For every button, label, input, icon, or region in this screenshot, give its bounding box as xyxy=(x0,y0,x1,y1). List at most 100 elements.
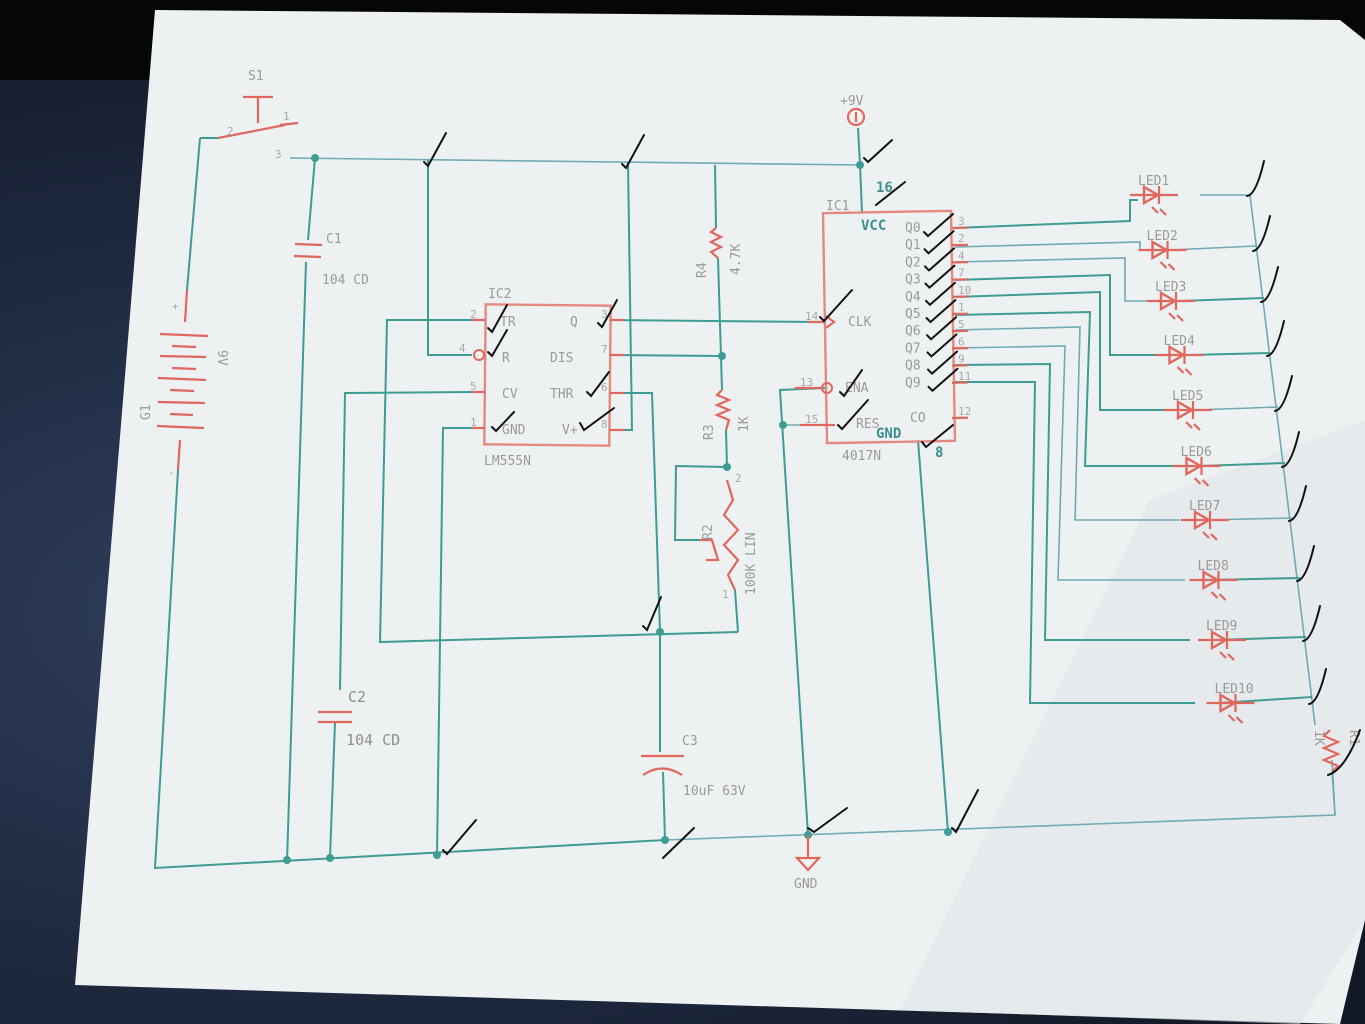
s1-pin2: 2 xyxy=(227,125,234,138)
r1-ref: R1 xyxy=(1346,730,1361,746)
battery-plate xyxy=(159,354,207,359)
ic1-pin-name: Q4 xyxy=(905,290,921,305)
ic2-pin-name: V+ xyxy=(562,423,578,438)
wire-r4-top xyxy=(714,164,717,229)
check-mark xyxy=(597,299,618,329)
paper-shadow xyxy=(900,420,1365,1024)
supply-label: +9V xyxy=(840,94,864,109)
s1-pin1: 1 xyxy=(283,110,290,123)
battery-plate xyxy=(157,376,207,382)
led-ref: LED10 xyxy=(1215,682,1254,697)
ic2-pin-name: CV xyxy=(502,387,518,402)
wire-r2-wiper xyxy=(673,464,728,541)
wire-ic2-trigger xyxy=(378,319,739,644)
led: LED1 xyxy=(1130,174,1178,216)
check-mark xyxy=(1252,215,1271,252)
wire-c3-bottom xyxy=(662,771,666,841)
check-mark xyxy=(621,134,645,170)
ic1-pin-num: 1 xyxy=(958,301,965,314)
ic2-pin-name: R xyxy=(502,351,510,366)
led-ref: LED5 xyxy=(1172,389,1203,404)
junction xyxy=(856,161,864,169)
led-diode-icon xyxy=(1176,399,1195,421)
wire-ic2-threshold xyxy=(612,392,661,633)
r4-ref: R4 xyxy=(695,262,710,278)
led: LED4 xyxy=(1155,334,1204,376)
c1-plate xyxy=(293,254,322,259)
ic1-pin-name: Q8 xyxy=(905,359,921,374)
led: LED10 xyxy=(1206,682,1255,724)
s1-ref: S1 xyxy=(248,69,264,84)
supply-9v: +9V xyxy=(840,94,866,127)
battery-plus: + xyxy=(172,300,179,313)
led-light-arrows-icon xyxy=(1185,421,1201,431)
check-mark xyxy=(819,289,853,323)
junction xyxy=(661,836,669,844)
c3-ref: C3 xyxy=(682,734,698,749)
check-mark xyxy=(807,807,848,834)
ic2-pin-name: TR xyxy=(500,315,516,330)
ic1-4017: IC1 VCC 16 GND 8 4017N 14 13 15 CLK ENA … xyxy=(795,180,971,464)
ic2-pin-name: GND xyxy=(502,423,526,438)
capacitor-c1: C1 104 CD xyxy=(293,232,369,288)
led-light-arrows-icon xyxy=(1193,477,1210,487)
battery-plate xyxy=(157,400,206,405)
ic2-pin-name: THR xyxy=(550,387,574,402)
battery-plate xyxy=(171,344,197,349)
led-diode-icon xyxy=(1151,239,1169,261)
check-mark xyxy=(837,399,869,431)
led: LED8 xyxy=(1189,559,1238,601)
wire-battery-top xyxy=(186,137,201,291)
led-light-arrows-icon xyxy=(1202,531,1218,541)
led-ref: LED7 xyxy=(1189,499,1220,514)
battery-plate xyxy=(171,366,197,371)
battery-plate xyxy=(169,412,194,417)
r2-wiper-arrow xyxy=(700,538,720,562)
led-array: LED1LED2LED3LED4LED5LED6LED7LED8LED9LED1… xyxy=(1130,174,1255,724)
ic2-ref: IC2 xyxy=(488,287,511,302)
check-mark xyxy=(839,369,863,398)
ic2-reset-bubble xyxy=(473,349,485,361)
check-mark xyxy=(487,329,508,358)
check-mark xyxy=(926,316,957,341)
r2-ref: R2 xyxy=(701,524,716,540)
r1-value: 1K xyxy=(1311,730,1326,746)
ic1-pin-num: 13 xyxy=(800,376,813,389)
wire-c2-bottom xyxy=(329,721,336,859)
ic1-pin-name: Q3 xyxy=(905,273,921,288)
led-light-arrows-icon xyxy=(1168,312,1184,322)
battery-lead-bottom xyxy=(176,439,182,471)
check-mark xyxy=(921,424,954,449)
ic1-pin-num: 6 xyxy=(958,335,965,348)
wire-led-bus xyxy=(1200,194,1316,726)
battery-minus: - xyxy=(168,466,175,479)
ic1-pin-num: 7 xyxy=(958,267,965,280)
wire-ic2-dis xyxy=(611,354,723,357)
r3-zigzag xyxy=(714,389,732,431)
ic1-pin-num: 10 xyxy=(958,284,971,297)
led-diode-icon xyxy=(1202,569,1220,591)
check-mark xyxy=(1296,545,1315,582)
c2-value: 104 CD xyxy=(346,731,400,749)
ic1-ref: IC1 xyxy=(826,199,849,214)
battery-plate xyxy=(156,424,205,430)
c1-plate xyxy=(294,242,323,247)
wire-q0 xyxy=(954,199,1138,229)
battery-plate xyxy=(169,388,195,393)
wire-ic2-q-clk xyxy=(611,319,821,323)
wires xyxy=(153,127,1336,870)
s1-pole xyxy=(279,121,299,127)
junction xyxy=(944,828,952,836)
junctions xyxy=(283,154,952,864)
ic1-gnd-label: GND xyxy=(876,426,901,442)
ic2-lm555: IC2 LM555N 2 4 5 1 TR R CV GND 3 7 6 8 Q… xyxy=(459,287,624,469)
switch-s1: S1 2 1 3 xyxy=(217,69,299,161)
led-diode-icon xyxy=(1159,290,1178,312)
battery-ref: G1 xyxy=(139,404,154,420)
ic1-gnd-pin: 8 xyxy=(935,445,943,461)
check-mark xyxy=(1327,729,1361,776)
led-light-arrows-icon xyxy=(1210,591,1227,601)
r2-zigzag xyxy=(722,479,740,591)
battery-value: 9V xyxy=(214,350,229,366)
